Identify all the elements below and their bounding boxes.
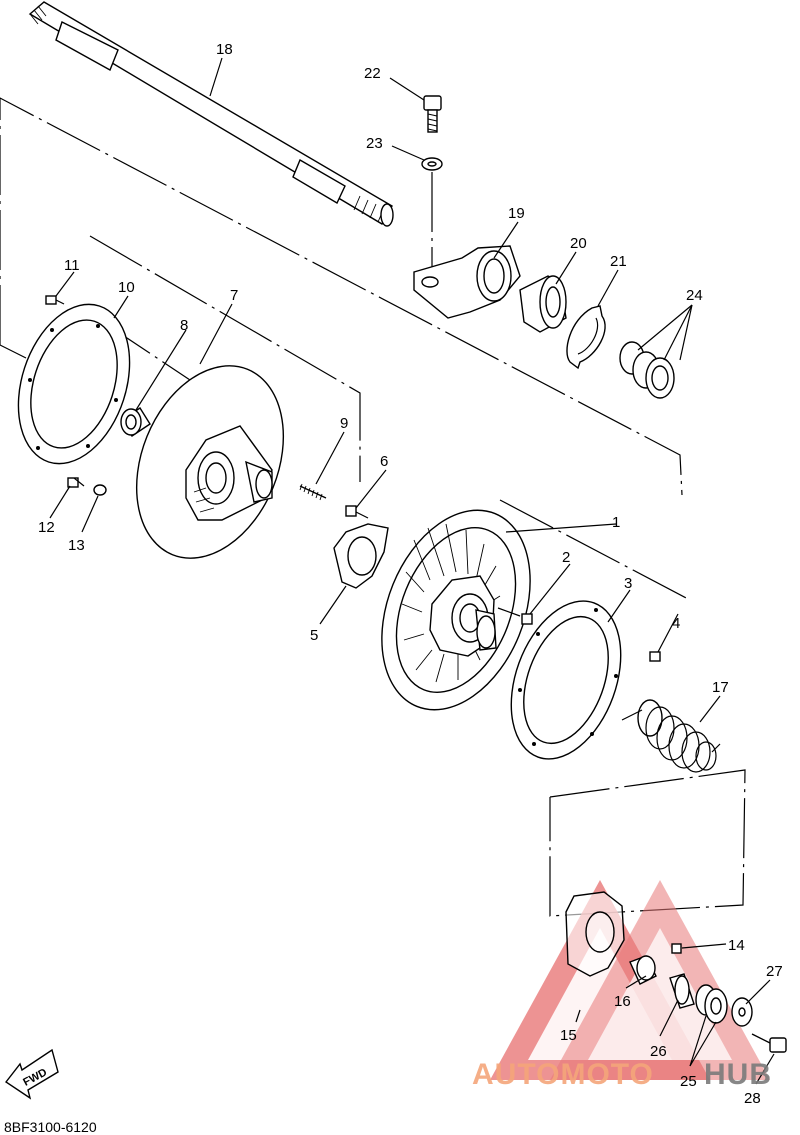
plate-part-3 xyxy=(510,600,622,760)
label-part-11: 11 xyxy=(64,257,80,274)
label-part-3: 3 xyxy=(624,575,632,592)
watermark-text-a: AUTOMOTO xyxy=(472,1058,654,1091)
label-part-7: 7 xyxy=(230,287,238,304)
cam-part-15 xyxy=(565,891,625,977)
label-part-17: 17 xyxy=(712,679,729,696)
label-part-9: 9 xyxy=(340,415,348,432)
label-part-22: 22 xyxy=(364,65,381,82)
bolt-part-6 xyxy=(345,505,369,519)
label-part-5: 5 xyxy=(310,627,318,644)
bolt-part-28 xyxy=(751,1033,787,1053)
watermark-text: AUTOMOTO HUB xyxy=(472,1058,772,1091)
label-part-12: 12 xyxy=(38,519,55,536)
bolt-part-11 xyxy=(45,295,65,305)
nut-part-14 xyxy=(671,943,682,954)
label-part-16: 16 xyxy=(614,993,631,1010)
washer-part-25 xyxy=(695,984,728,1024)
assembly-outline-frame xyxy=(0,97,746,917)
bearing-part-20 xyxy=(519,275,567,333)
label-part-4: 4 xyxy=(672,615,680,632)
leader-lines xyxy=(49,57,775,1085)
gasket-part-5 xyxy=(333,523,389,589)
bushing-part-8 xyxy=(120,407,151,437)
washer-part-13 xyxy=(93,484,107,496)
label-part-24: 24 xyxy=(686,287,703,304)
bearing-housing-part-19 xyxy=(413,245,521,319)
label-part-2: 2 xyxy=(562,549,570,566)
label-part-27: 27 xyxy=(766,963,783,980)
label-part-6: 6 xyxy=(380,453,388,470)
shaft-part-18 xyxy=(28,1,394,227)
label-part-14: 14 xyxy=(728,937,745,954)
collar-part-26 xyxy=(669,973,695,1009)
bolt-part-22 xyxy=(423,95,442,133)
diagram-code: 8BF3100-6120 xyxy=(4,1119,97,1135)
label-part-10: 10 xyxy=(118,279,135,296)
bolt-part-4 xyxy=(649,651,661,662)
stud-part-9 xyxy=(299,483,327,501)
part-labels: 18 22 23 19 20 21 24 11 10 8 7 9 6 12 13… xyxy=(38,41,783,1107)
watermark-logo xyxy=(490,880,770,1080)
washer-part-27 xyxy=(731,997,753,1027)
label-part-1: 1 xyxy=(612,514,620,531)
label-part-26: 26 xyxy=(650,1043,667,1060)
label-part-19: 19 xyxy=(508,205,525,222)
label-part-28: 28 xyxy=(744,1090,761,1107)
label-part-23: 23 xyxy=(366,135,383,152)
bushing-part-16 xyxy=(629,955,657,985)
seals-part-24 xyxy=(619,341,675,399)
washer-part-23 xyxy=(421,157,443,171)
plate-part-10 xyxy=(17,303,131,465)
label-part-21: 21 xyxy=(610,253,627,270)
label-part-25: 25 xyxy=(680,1073,697,1090)
watermark-text-b: HUB xyxy=(704,1058,772,1091)
label-part-20: 20 xyxy=(570,235,587,252)
label-part-13: 13 xyxy=(68,537,85,554)
bolt-part-12 xyxy=(67,477,85,488)
label-part-18: 18 xyxy=(216,41,233,58)
label-part-8: 8 xyxy=(180,317,188,334)
fwd-arrow-icon: FWD xyxy=(4,1048,59,1100)
sheave-part-1 xyxy=(381,509,531,711)
bolt-part-2 xyxy=(521,613,533,625)
spring-part-17 xyxy=(621,699,721,773)
circlip-part-21 xyxy=(566,305,606,370)
sheave-part-7 xyxy=(135,365,285,559)
label-part-15: 15 xyxy=(560,1027,577,1044)
